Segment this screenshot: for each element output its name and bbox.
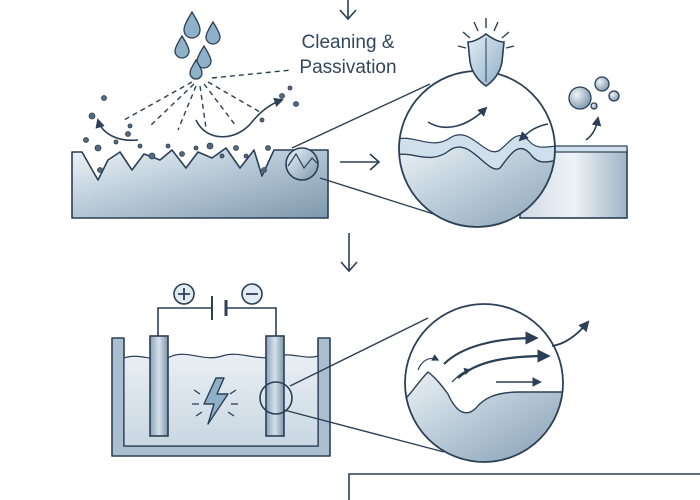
zoom-connector-top (291, 83, 441, 217)
lightning-bolt-icon (192, 377, 238, 425)
rough-metal-block (71, 147, 329, 219)
cathode-electrode (265, 335, 285, 437)
bubble-icon (568, 76, 620, 110)
water-droplet-icon (174, 10, 221, 80)
zoom-connector-bottom (283, 317, 445, 453)
anode-electrode (149, 335, 169, 437)
output-connector-line (348, 473, 700, 500)
stage-label-line-2: Passivation (299, 57, 397, 78)
stage-label-cleaning-passivation: Cleaning & Passivation (278, 30, 418, 80)
minus-terminal-icon (241, 283, 263, 305)
flow-arrow-top (339, 0, 357, 21)
plus-terminal-icon (173, 283, 195, 305)
power-circuit (157, 296, 277, 340)
flow-arrow-middle (340, 233, 358, 273)
flow-arrow-right (340, 153, 381, 171)
shield-icon (457, 18, 515, 87)
magnified-view-electropolishing (404, 303, 564, 463)
rinse-flow-arrows (95, 97, 284, 142)
stage-label-line-1: Cleaning & (301, 32, 395, 53)
spray-lines (123, 69, 293, 131)
release-arrow-bottom (551, 320, 590, 347)
release-arrow-top (585, 116, 602, 141)
zoom-marker-bottom (259, 381, 293, 415)
